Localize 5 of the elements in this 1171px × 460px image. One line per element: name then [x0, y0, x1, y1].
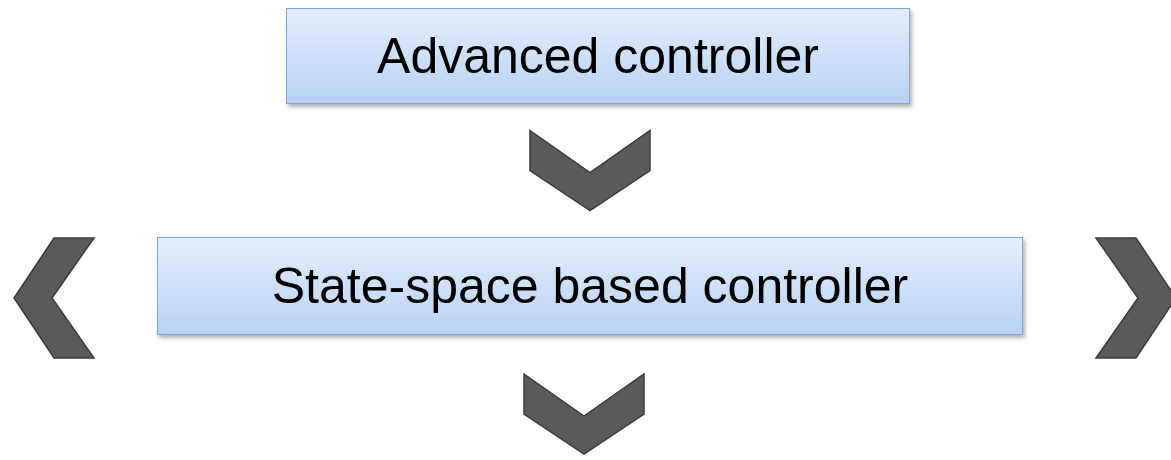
process-box [286, 8, 910, 104]
box-label: State-space based controller [271, 257, 909, 315]
chevron-arrow [529, 129, 651, 212]
box-label: Advanced controller [377, 27, 819, 85]
process-box [157, 237, 1023, 335]
